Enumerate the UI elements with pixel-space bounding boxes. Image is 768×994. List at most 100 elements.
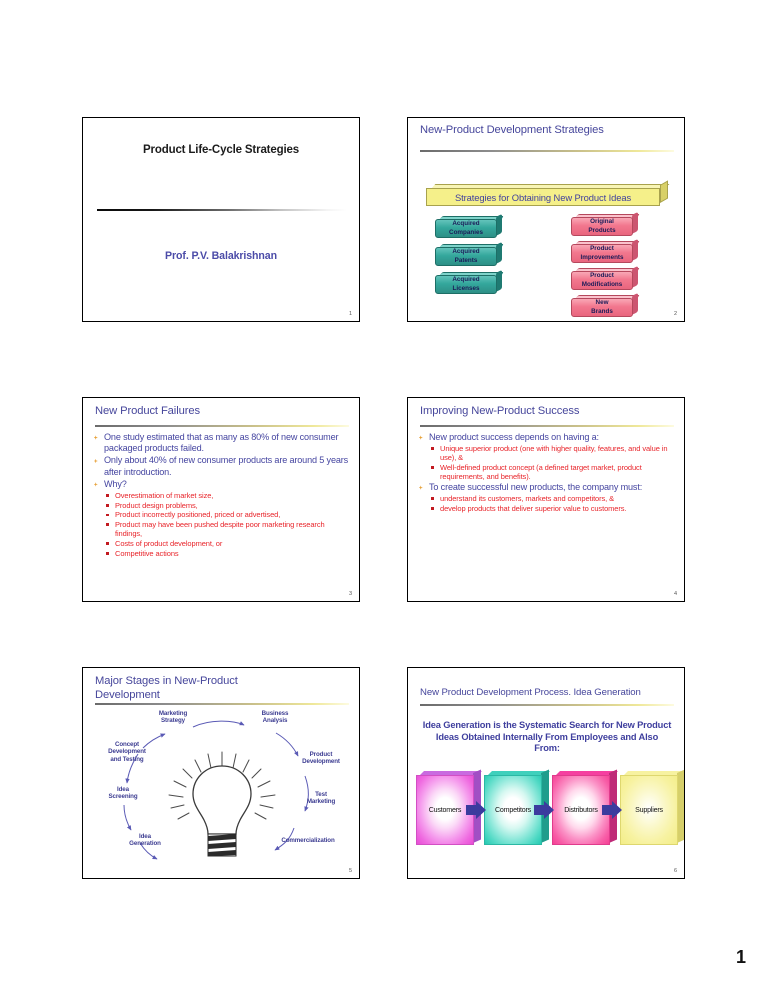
slide-6-number: 6 — [673, 868, 677, 874]
stage-business-analysis: Business Analysis — [240, 710, 310, 725]
bullet-item: To create successful new products, the c… — [416, 482, 678, 493]
slide-1[interactable]: Product Life-Cycle Strategies Prof. P.V.… — [82, 117, 360, 322]
new-product-development-cycle-diagram: Marketing Strategy Business Analysis Con… — [83, 708, 359, 873]
box-acquired-licenses[interactable]: Acquired Licenses — [435, 269, 505, 294]
slide-2-title-rule — [420, 150, 674, 152]
stage-label-line2: Analysis — [262, 717, 288, 725]
sub-bullet-item: understand its customers, markets and co… — [427, 494, 678, 503]
chain-box-front-face: Suppliers — [620, 775, 678, 845]
chain-box-front-face: Competitors — [484, 775, 542, 845]
slide-3[interactable]: New Product Failures One study estimated… — [82, 397, 360, 602]
chain-box-competitors[interactable]: Competitors — [484, 769, 550, 845]
slide-4-bullet-list: New product success depends on having a:… — [416, 432, 678, 514]
stage-label-line1: Idea — [139, 833, 151, 840]
slide-6-title-rule — [420, 704, 674, 706]
slide-4-number: 4 — [673, 591, 677, 597]
box-label-line2: Modifications — [581, 280, 623, 288]
chain-box-label: Suppliers — [635, 806, 663, 814]
stage-label-line1: Business — [261, 710, 289, 717]
chain-arrow-3-icon — [602, 801, 622, 819]
stage-marketing-strategy: Marketing Strategy — [138, 710, 208, 725]
slide-1-subtitle: Prof. P.V. Balakrishnan — [165, 250, 277, 262]
stage-label-line1: Commercialization — [281, 837, 335, 844]
lightbulb-glass-icon — [192, 765, 252, 835]
slide-3-number: 3 — [348, 591, 352, 597]
sub-bullet-item: Costs of product development, or — [102, 539, 353, 548]
slide-4-title: Improving New-Product Success — [420, 405, 580, 417]
lightbulb-cycle-svg — [123, 720, 309, 860]
cycle-arrows — [123, 720, 309, 860]
chain-arrow-2-icon — [534, 801, 554, 819]
box-label-line2: Licenses — [452, 284, 480, 292]
box-label-line1: Product — [590, 272, 614, 280]
strategies-banner: Strategies for Obtaining New Product Ide… — [426, 180, 670, 206]
chain-box-label: Distributors — [564, 806, 598, 814]
chain-box-front-face: Distributors — [552, 775, 610, 845]
slide-6-lead-text: Idea Generation is the Systematic Search… — [422, 720, 672, 754]
stage-test-marketing: Test Marketing — [288, 791, 354, 806]
box-front-face: Acquired Companies — [435, 219, 497, 238]
stage-label-line2: Generation — [129, 840, 161, 848]
banner-side-face — [660, 180, 668, 203]
slide-5-number: 5 — [348, 868, 352, 874]
stage-label-line3: and Testing — [110, 755, 144, 763]
box-label-line2: Companies — [449, 228, 483, 236]
stage-label-line2: Strategy — [161, 717, 185, 725]
stage-product-development: Product Development — [283, 751, 359, 766]
stage-idea-screening: Idea Screening — [90, 786, 156, 801]
chain-box-label: Competitors — [494, 806, 532, 814]
sub-bullet-item: Unique superior product (one with higher… — [427, 444, 678, 462]
box-label-line1: Acquired — [452, 248, 480, 256]
sub-bullet-item: Product incorrectly positioned, priced o… — [102, 510, 353, 519]
light-rays-icon — [168, 751, 276, 820]
stage-label-line1: Product — [309, 751, 333, 758]
stage-commercialization: Commercialization — [261, 837, 355, 844]
slide-6-title: New Product Development Process. Idea Ge… — [420, 687, 641, 698]
idea-source-chain: Customers Competitors — [412, 769, 684, 853]
bullet-item: One study estimated that as many as 80% … — [91, 432, 353, 454]
box-acquired-patents[interactable]: Acquired Patents — [435, 241, 505, 266]
sub-bullet-item: Competitive actions — [102, 549, 353, 558]
stage-idea-generation: Idea Generation — [112, 833, 178, 848]
box-product-improvements[interactable]: Product Improvements — [571, 238, 641, 263]
box-acquired-companies[interactable]: Acquired Companies — [435, 213, 505, 238]
box-new-brands[interactable]: New Brands — [571, 292, 641, 317]
slide-6[interactable]: New Product Development Process. Idea Ge… — [407, 667, 685, 879]
sub-bullet-item: develop products that deliver superior v… — [427, 504, 678, 513]
box-label-line1: Acquired — [452, 220, 480, 228]
slide-2[interactable]: New-Product Development Strategies Strat… — [407, 117, 685, 322]
sub-bullet-item: Product may have been pushed despite poo… — [102, 520, 353, 538]
box-label-line2: Patents — [454, 256, 478, 264]
stage-label-line2: Development — [302, 758, 340, 766]
chain-box-side-face — [677, 769, 684, 843]
chain-box-label: Customers — [428, 806, 462, 814]
chain-box-customers[interactable]: Customers — [416, 769, 482, 845]
slide-5-title: Major Stages in New-Product Development — [95, 675, 238, 701]
slide-3-bullet-list: One study estimated that as many as 80% … — [91, 432, 353, 558]
bullet-item: New product success depends on having a: — [416, 432, 678, 443]
slide-4-title-rule — [420, 425, 674, 427]
box-label-line2: Improvements — [580, 253, 624, 261]
chain-box-front-face: Customers — [416, 775, 474, 845]
sub-bullet-item: Well-defined product concept (a defined … — [427, 463, 678, 481]
stage-label-line1: Test — [315, 791, 327, 798]
lightbulb-base-threads-icon — [208, 834, 236, 856]
chain-box-distributors[interactable]: Distributors — [552, 769, 618, 845]
banner-label: Strategies for Obtaining New Product Ide… — [454, 191, 632, 203]
chain-box-suppliers[interactable]: Suppliers — [620, 769, 684, 845]
slide-1-title: Product Life-Cycle Strategies — [142, 144, 300, 156]
slide-4[interactable]: Improving New-Product Success New produc… — [407, 397, 685, 602]
box-original-products[interactable]: Original Products — [571, 211, 641, 236]
stage-concept-development-and-testing: Concept Development and Testing — [89, 741, 165, 763]
slide-3-title-rule — [95, 425, 349, 427]
box-label-line1: Product — [590, 245, 614, 253]
chain-arrow-1-icon — [466, 801, 486, 819]
bullet-item: Why? — [91, 479, 353, 490]
slide-5[interactable]: Major Stages in New-Product Development — [82, 667, 360, 879]
box-product-modifications[interactable]: Product Modifications — [571, 265, 641, 290]
banner-front-face: Strategies for Obtaining New Product Ide… — [426, 188, 660, 206]
box-label-line2: Products — [588, 226, 616, 234]
box-label-line1: New — [595, 299, 609, 307]
box-label-line2: Brands — [591, 307, 613, 315]
